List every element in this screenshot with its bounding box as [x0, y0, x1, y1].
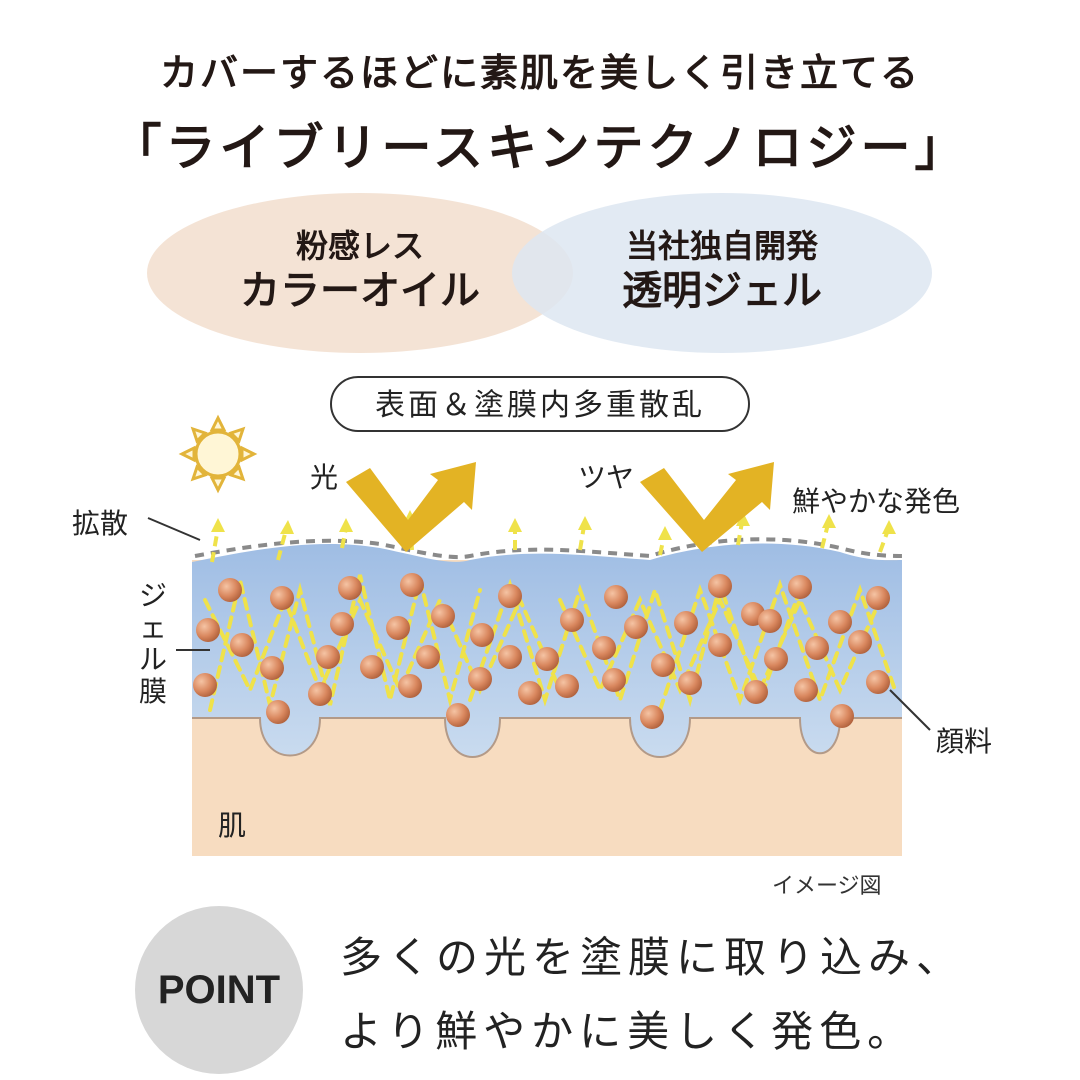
- gel-film-char-1: ジ: [138, 579, 167, 612]
- gel-film-char-3: ル: [138, 643, 167, 676]
- ellipse-left: [147, 193, 573, 353]
- headline-line1: カバーするほどに素肌を美しく引き立てる: [159, 51, 920, 95]
- light-reflection-arrow: [346, 462, 476, 552]
- point-badge: POINT: [135, 906, 303, 1074]
- gel-label: 透明ジェル: [622, 268, 822, 314]
- color-oil-sublabel: 粉感レス: [295, 227, 424, 265]
- gel-film-char-2: ェ: [138, 611, 167, 644]
- pigment-particles: [193, 573, 890, 729]
- gloss-reflection-arrow: [640, 462, 774, 552]
- image-caption: イメージ図: [772, 874, 882, 899]
- point-line1: 多くの光を塗膜に取り込み、: [340, 933, 965, 982]
- point-line2: より鮮やかに美しく発色。: [340, 1007, 916, 1056]
- scatter-pill-label: 表面＆塗膜内多重散乱: [330, 376, 750, 432]
- skin-outline: [192, 717, 902, 758]
- ellipse-right-text: 当社独自開発 透明ジェル: [572, 226, 872, 316]
- scatter-lines: [203, 574, 897, 712]
- vivid-color-label: 鮮やかな発色: [792, 485, 961, 518]
- gloss-label: ツヤ: [578, 461, 635, 494]
- ellipse-right: [512, 193, 932, 353]
- pigment-label: 顔料: [936, 725, 993, 758]
- diffusion-label: 拡散: [72, 507, 129, 540]
- skin-label: 肌: [218, 809, 247, 842]
- sun-icon: [178, 414, 258, 494]
- color-oil-label: カラーオイル: [240, 268, 480, 314]
- gel-surface-dashed: [194, 537, 903, 560]
- gel-film-char-4: 膜: [138, 675, 167, 708]
- leader-lines: [147, 517, 931, 731]
- headline-line2: 「ライブリースキンテクノロジー」: [111, 119, 969, 177]
- ellipse-left-text: 粉感レス カラーオイル: [210, 226, 510, 316]
- light-label: 光: [310, 461, 339, 494]
- gel-sublabel: 当社独自開発: [625, 227, 818, 265]
- point-badge-text: POINT: [157, 967, 281, 1012]
- gel-film-label: ジ ェ ル 膜: [136, 580, 170, 708]
